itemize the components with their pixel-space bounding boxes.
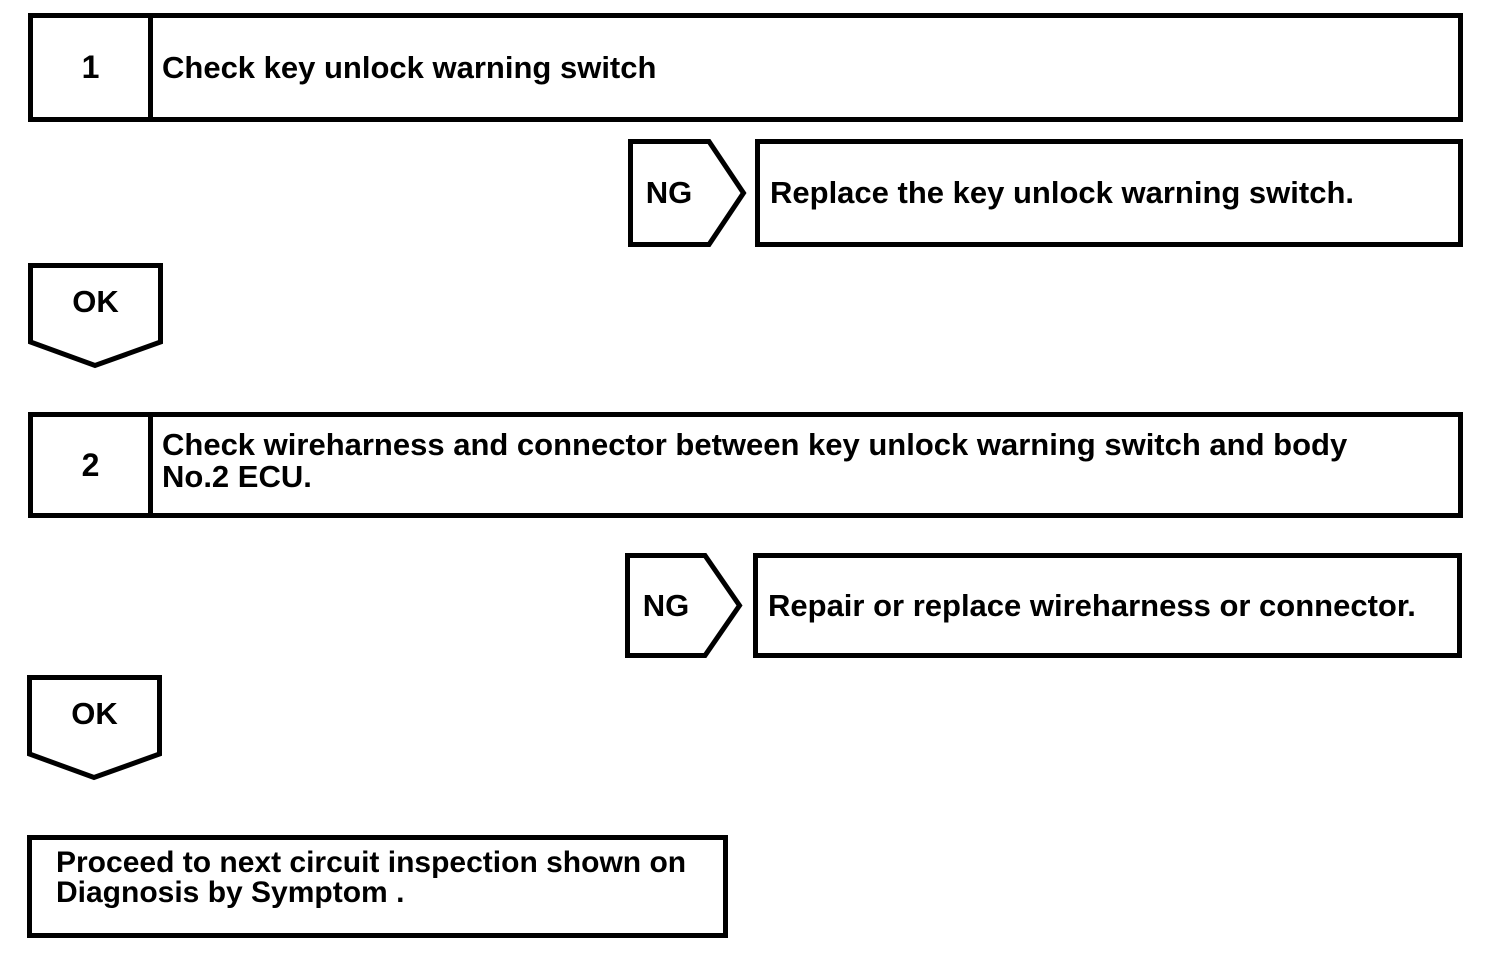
step-2-ng-action-text: Repair or replace wireharness or connect… — [768, 587, 1416, 623]
step-1-title: Check key unlock warning switch — [162, 49, 657, 85]
step-2-ok-label: OK — [71, 696, 118, 731]
step-1-ok-connector: OK — [28, 263, 163, 369]
result-line-2: Diagnosis by Symptom . — [56, 876, 405, 909]
step-2-ng-label: NG — [642, 587, 690, 623]
step-1-box: 1 Check key unlock warning switch — [28, 13, 1463, 122]
step-2-ng-connector: NG — [625, 553, 743, 658]
step-2-ok-connector: OK — [27, 675, 162, 781]
step-2-box: 2 Check wireharness and connector betwee… — [28, 412, 1463, 518]
step-2-number: 2 — [33, 417, 153, 513]
step-2-title-line-1: Check wireharness and connector between … — [162, 427, 1348, 462]
ng-pentagon-right-icon — [625, 553, 743, 658]
result-box: Proceed to next circuit inspection shown… — [27, 835, 728, 938]
ok-pentagon-down-icon — [28, 263, 163, 369]
step-1-ng-label: NG — [645, 175, 693, 210]
step-2-ng-action-box: Repair or replace wireharness or connect… — [753, 553, 1462, 658]
step-1-ok-label: OK — [72, 284, 119, 319]
step-2-title-line-2: No.2 ECU. — [162, 459, 312, 494]
step-1-number: 1 — [33, 18, 153, 117]
step-1-ng-action-box: Replace the key unlock warning switch. — [755, 139, 1463, 247]
ng-pentagon-right-icon — [628, 139, 747, 247]
result-line-1: Proceed to next circuit inspection shown… — [56, 846, 687, 879]
ok-pentagon-down-icon — [27, 675, 162, 781]
step-1-ng-connector: NG — [628, 139, 747, 247]
step-2-title: Check wireharness and connector between … — [153, 417, 1458, 513]
step-1-ng-action-text: Replace the key unlock warning switch. — [770, 175, 1355, 210]
